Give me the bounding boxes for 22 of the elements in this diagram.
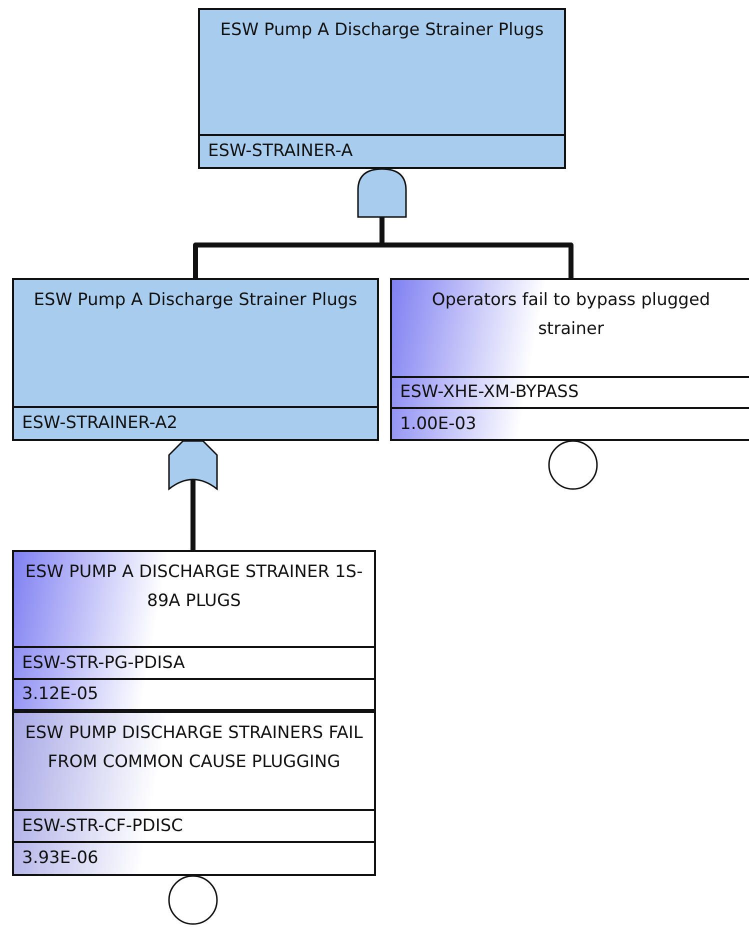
- event-id: ESW-STR-PG-PDISA: [14, 646, 374, 678]
- probability-value: 3.93E-06: [14, 841, 374, 874]
- event-description: ESW PUMP A DISCHARGE STRAINER 1S-89A PLUGS: [25, 562, 363, 611]
- basic-event-circle: [548, 440, 598, 490]
- event-box: [12, 550, 376, 711]
- event-id: ESW-STRAINER-A: [200, 134, 564, 167]
- event-description: Operators fail to bypass plugged strainer: [432, 290, 710, 339]
- event-id: ESW-STRAINER-A2: [14, 406, 377, 439]
- event-description: ESW PUMP DISCHARGE STRAINERS FAIL FROM COMMON CAUSE PLUGGING: [25, 723, 363, 772]
- event-box: [12, 278, 379, 441]
- and-gate: [357, 168, 407, 218]
- event-id: ESW-STR-CF-PDISC: [14, 809, 374, 841]
- event-box: [198, 8, 566, 169]
- probability-value: 3.12E-05: [14, 678, 374, 709]
- event-description: ESW Pump A Discharge Strainer Plugs: [220, 20, 544, 40]
- or-gate: [168, 440, 218, 490]
- event-box: [12, 711, 376, 876]
- probability-value: 1.00E-03: [392, 407, 749, 439]
- basic-event-circle: [168, 875, 218, 925]
- event-id: ESW-XHE-XM-BYPASS: [392, 376, 749, 407]
- event-description: ESW Pump A Discharge Strainer Plugs: [34, 290, 358, 310]
- event-box: [390, 278, 749, 441]
